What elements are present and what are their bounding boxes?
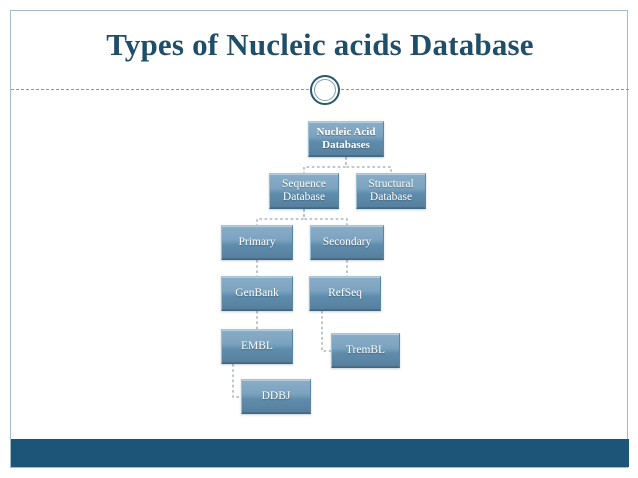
node-label: Structural Database <box>368 178 414 203</box>
node-sequence-database[interactable]: Sequence Database <box>269 173 339 209</box>
edge-root-structural <box>345 157 392 173</box>
node-secondary[interactable]: Secondary <box>310 225 384 260</box>
node-label: EMBL <box>241 340 273 352</box>
node-ddbj[interactable]: DDBJ <box>241 379 311 414</box>
node-label: GenBank <box>235 287 279 299</box>
node-nucleic-acid-databases[interactable]: Nucleic Acid Databases <box>308 121 384 157</box>
node-label: Sequence Database <box>281 178 327 203</box>
footer-bar <box>11 439 629 467</box>
edge-embl-ddbj <box>232 364 241 398</box>
edge-sequence-primary <box>256 209 305 225</box>
node-trembl[interactable]: TremBL <box>331 333 400 368</box>
node-primary[interactable]: Primary <box>221 225 293 260</box>
node-label: Primary <box>238 236 276 248</box>
node-label: RefSeq <box>328 287 362 299</box>
node-label: Secondary <box>322 236 372 248</box>
node-label: TremBL <box>345 344 386 356</box>
edge-root-sequence <box>303 157 347 173</box>
node-label: DDBJ <box>261 390 291 402</box>
node-structural-database[interactable]: Structural Database <box>356 173 426 209</box>
node-label: Nucleic Acid Databases <box>316 126 376 151</box>
nucleic-acid-database-hierarchy-diagram: Nucleic Acid Databases Sequence Database… <box>11 11 629 469</box>
slide-canvas: Types of Nucleic acids Database <box>10 10 629 469</box>
node-genbank[interactable]: GenBank <box>221 276 293 311</box>
edge-refseq-trembl <box>321 311 331 352</box>
divider-ring-icon <box>310 75 340 105</box>
node-embl[interactable]: EMBL <box>221 329 293 364</box>
edge-sequence-secondary <box>303 209 348 225</box>
node-refseq[interactable]: RefSeq <box>309 276 381 311</box>
page-title: Types of Nucleic acids Database <box>106 27 534 62</box>
